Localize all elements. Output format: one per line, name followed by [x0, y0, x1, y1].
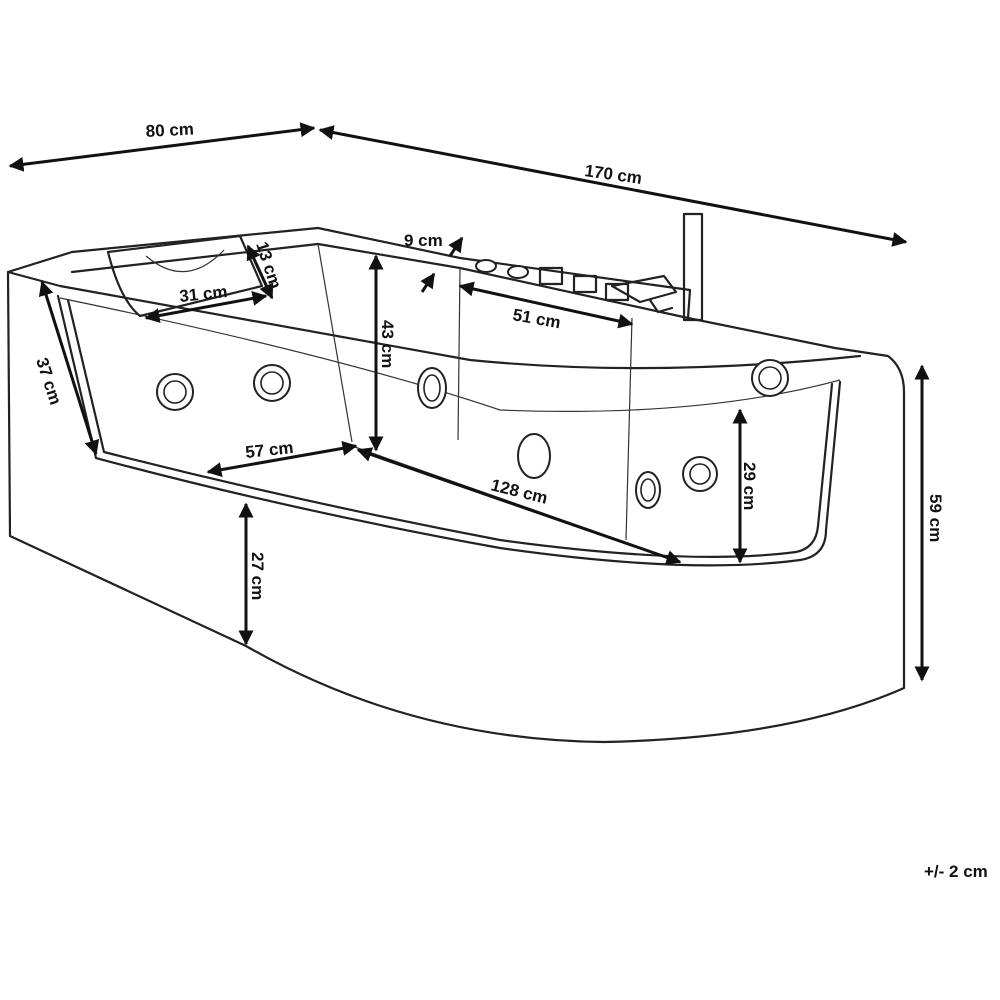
dim-line-end-height — [38, 280, 100, 456]
shower-handset — [682, 212, 704, 322]
label-length: 170 cm — [583, 161, 643, 188]
jet-icon — [417, 367, 447, 409]
dim-line-depth — [8, 122, 316, 172]
label-glass-height: 29 cm — [740, 462, 759, 510]
label-total-height: 59 cm — [926, 494, 945, 542]
tub-outer-shell — [6, 226, 906, 744]
jet-icon — [517, 433, 551, 479]
glass-panel-outer — [56, 294, 842, 567]
label-control-panel: 51 cm — [511, 305, 562, 332]
label-inner-height: 43 cm — [378, 320, 397, 368]
dim-line-spacing-a — [448, 236, 464, 257]
dim-line-length — [318, 125, 908, 247]
jets — [156, 359, 789, 509]
label-control-spacing: 9 cm — [404, 231, 443, 250]
dim-line-inner-width — [206, 440, 358, 478]
dim-line-headrest-h — [246, 244, 274, 300]
jet-icon — [635, 471, 661, 509]
label-headrest-width: 31 cm — [178, 282, 228, 306]
headrest-hollow — [145, 249, 225, 273]
label-inner-length: 128 cm — [489, 475, 550, 507]
dimension-labels: 80 cm 170 cm 9 cm 13 cm 31 cm 51 cm 43 c… — [32, 119, 988, 881]
basin-corner-line-right — [625, 317, 633, 541]
label-skirt-height: 27 cm — [248, 552, 267, 600]
bathtub — [6, 212, 906, 744]
dim-line-spacing-b — [420, 272, 436, 293]
jet-icon — [682, 456, 718, 492]
tolerance-note: +/- 2 cm — [924, 862, 988, 881]
dimension-lines — [8, 122, 930, 682]
front-rim — [6, 270, 862, 370]
jet-icon — [156, 373, 194, 411]
label-end-height: 37 cm — [32, 355, 65, 407]
dim-line-inner-length — [356, 447, 682, 565]
dim-line-control-panel — [458, 281, 634, 329]
glass-panel-inner — [66, 298, 834, 558]
dim-line-headrest-w — [144, 291, 268, 323]
jet-icon — [253, 364, 291, 402]
label-inner-width: 57 cm — [244, 438, 294, 462]
jet-icon — [751, 359, 789, 397]
glass-top-line — [59, 297, 841, 412]
basin-back-wall — [317, 243, 353, 443]
label-depth: 80 cm — [145, 119, 194, 140]
basin-corner-line — [457, 267, 461, 441]
